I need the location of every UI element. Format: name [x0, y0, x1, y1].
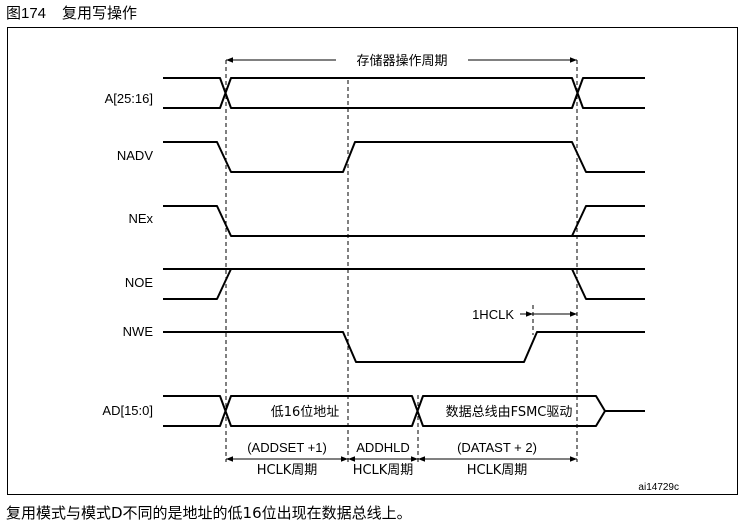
waveform-nwe: [163, 331, 645, 363]
datast-top-label: (DATAST + 2): [457, 440, 537, 455]
figure-caption: 图174 复用写操作: [6, 2, 137, 23]
guide-lines: [225, 60, 578, 462]
addset-bottom-label: HCLK周期: [257, 463, 318, 478]
waveform-nadv: [163, 141, 645, 173]
signal-label-nadv: NADV: [117, 148, 153, 163]
hclk-gap-label: 1HCLK: [472, 307, 514, 322]
ad-data-label: 数据总线由FSMC驱动: [446, 405, 573, 420]
signal-label-a: A[25:16]: [105, 91, 153, 106]
waveform-a: [163, 77, 645, 109]
datast-bottom-label: HCLK周期: [467, 463, 528, 478]
cycle-label-bg: [336, 50, 468, 70]
waveform-noe: [163, 268, 645, 300]
reference-code: ai14729c: [638, 482, 679, 493]
signal-label-nex: NEx: [128, 211, 153, 226]
signal-label-noe: NOE: [125, 275, 154, 290]
signal-label-nwe: NWE: [123, 324, 154, 339]
addset-top-label: (ADDSET +1): [247, 440, 327, 455]
waveform-ad: [163, 395, 645, 427]
figure-number: 图174: [6, 5, 47, 22]
cycle-label: 存储器操作周期: [356, 53, 447, 69]
waveform-nex: [163, 205, 645, 237]
diagram-frame: [7, 27, 738, 495]
addhld-bottom-label: HCLK周期: [353, 463, 414, 478]
bottom-caption: 复用模式与模式D不同的是地址的低16位出现在数据总线上。: [6, 504, 412, 522]
signal-label-ad: AD[15:0]: [102, 403, 153, 418]
addhld-top-label: ADDHLD: [356, 440, 409, 455]
ad-low-address-label: 低16位地址: [271, 405, 340, 420]
figure-title: 复用写操作: [62, 4, 138, 22]
